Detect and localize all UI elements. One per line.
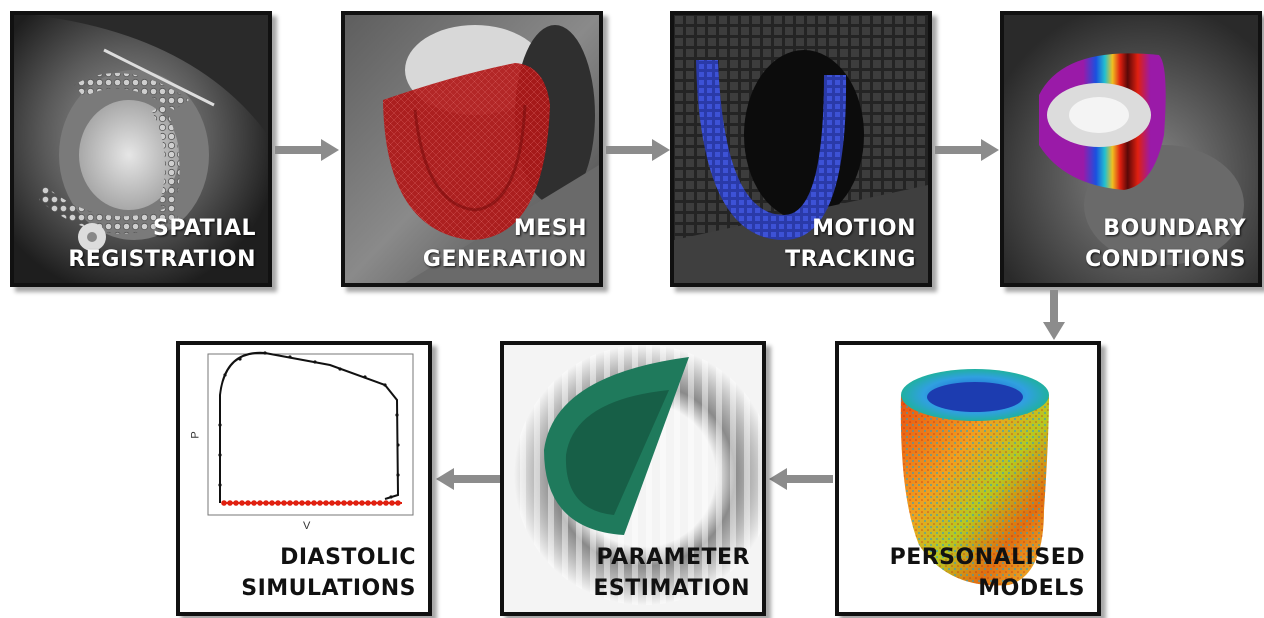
pv-filling-marker xyxy=(365,500,371,506)
pv-filling-marker xyxy=(371,500,377,506)
pv-filling-marker xyxy=(329,500,335,506)
pv-loop-plot xyxy=(207,351,414,516)
pv-filling-marker xyxy=(275,500,281,506)
tracking-image xyxy=(674,15,928,283)
pv-filling-marker xyxy=(311,500,317,506)
pv-filling-marker xyxy=(239,500,245,506)
pv-plot-x-axis-label: V xyxy=(303,520,311,532)
arrow-right-icon xyxy=(275,139,339,161)
pv-filling-marker xyxy=(353,500,359,506)
pv-filling-marker xyxy=(377,500,383,506)
arrow-left-icon xyxy=(436,468,500,490)
arrow-right-icon xyxy=(935,139,999,161)
pv-filling-marker xyxy=(299,500,305,506)
arrow-down-icon xyxy=(1043,290,1065,340)
pv-filling-marker xyxy=(251,500,257,506)
boundary-image xyxy=(1004,15,1258,283)
pv-filling-marker xyxy=(389,500,395,506)
pv-plot-y-axis-label: P xyxy=(189,431,202,439)
pv-filling-marker xyxy=(305,500,311,506)
pv-filling-marker xyxy=(335,500,341,506)
pv-filling-marker xyxy=(293,500,299,506)
pv-filling-marker xyxy=(395,500,401,506)
mesh-image xyxy=(345,15,599,283)
heart-model-image xyxy=(900,369,1049,586)
pv-filling-marker xyxy=(245,500,251,506)
pv-filling-marker xyxy=(323,500,329,506)
parameter-image xyxy=(514,345,762,605)
pv-filling-marker xyxy=(233,500,239,506)
pv-filling-marker xyxy=(269,500,275,506)
pv-filling-marker xyxy=(347,500,353,506)
pv-filling-marker xyxy=(281,500,287,506)
pv-filling-marker xyxy=(221,500,227,506)
arrow-left-icon xyxy=(769,468,833,490)
pv-filling-marker xyxy=(257,500,263,506)
pv-filling-marker xyxy=(359,500,365,506)
mri-image-spatial-registration xyxy=(14,15,268,283)
pv-filling-marker xyxy=(263,500,269,506)
pv-filling-marker xyxy=(383,500,389,506)
pv-filling-marker xyxy=(341,500,347,506)
pv-filling-marker xyxy=(317,500,323,506)
arrow-right-icon xyxy=(606,139,670,161)
pv-filling-marker xyxy=(287,500,293,506)
pv-filling-marker xyxy=(227,500,233,506)
